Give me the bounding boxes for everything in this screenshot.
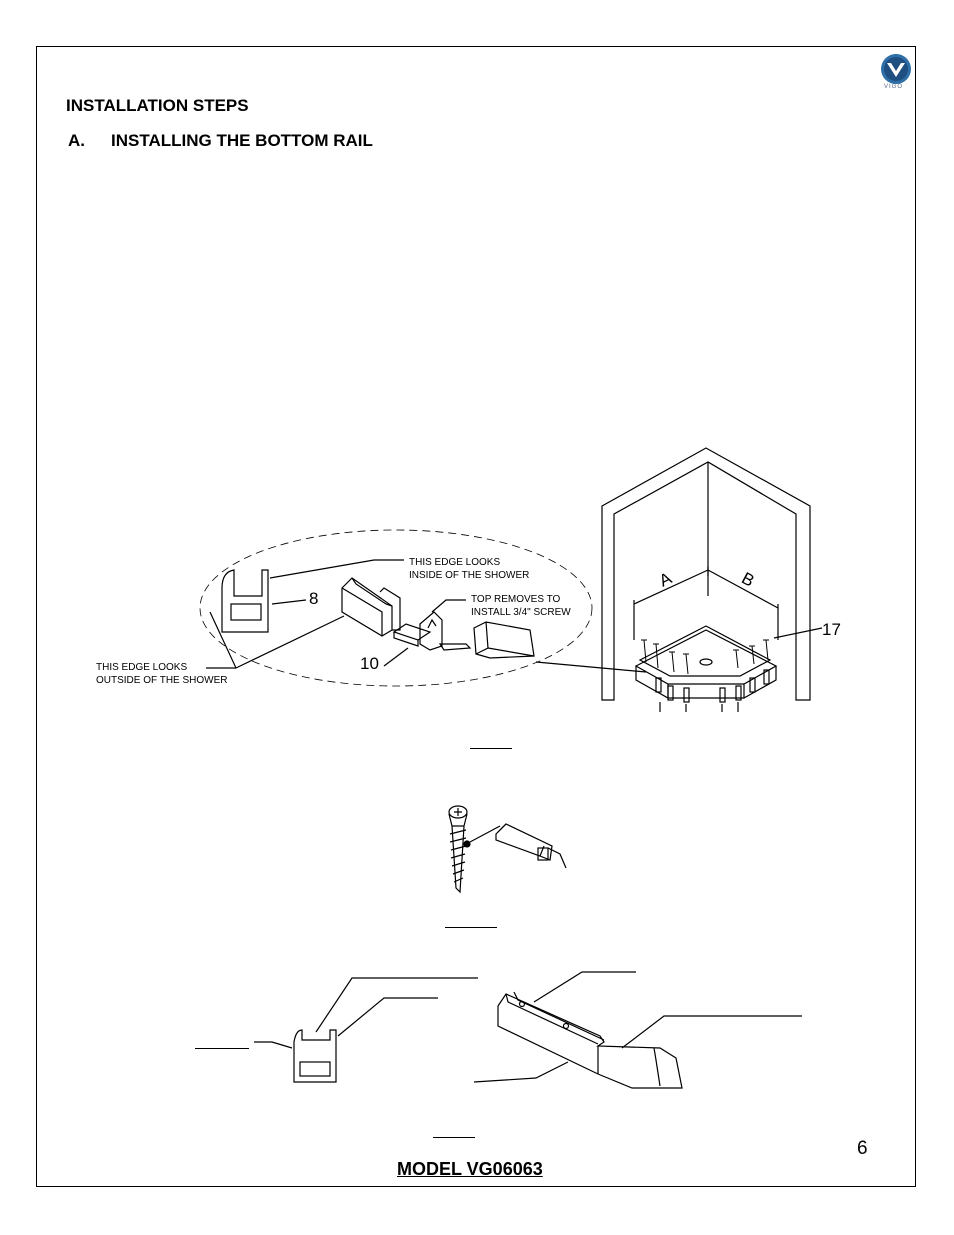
page-frame [36, 46, 916, 1187]
bracket-front-view [221, 569, 269, 633]
blank-rule [433, 1137, 475, 1138]
step-title: INSTALLING THE BOTTOM RAIL [111, 131, 373, 150]
screw-icon [448, 805, 468, 894]
rail-end-iso [473, 621, 535, 659]
rail-profile [473, 971, 802, 1089]
vigo-logo-icon [881, 54, 911, 84]
callout-line: TOP REMOVES TO [471, 594, 561, 605]
callout-line: THIS EDGE LOOKS [96, 662, 188, 673]
top-removes-callout: TOP REMOVES TO INSTALL 3/4" SCREW [471, 593, 571, 619]
dimension-lines [633, 566, 779, 640]
logo-text: VIGO [884, 84, 904, 90]
part-number-10: 10 [360, 654, 379, 673]
part-number-17: 17 [822, 620, 841, 639]
shower-base [634, 625, 778, 712]
callout-line: INSIDE OF THE SHOWER [409, 570, 530, 581]
callout-line: INSTALL 3/4" SCREW [471, 607, 571, 618]
shower-walls [601, 447, 811, 701]
step-letter: A. [68, 131, 85, 150]
callout-line: OUTSIDE OF THE SHOWER [96, 675, 228, 686]
base-screws [641, 639, 769, 675]
lower-bracket-view [254, 977, 478, 1083]
outside-edge-callout: THIS EDGE LOOKS OUTSIDE OF THE SHOWER [96, 661, 228, 687]
callout-line: THIS EDGE LOOKS [409, 557, 501, 568]
blank-rule [470, 748, 512, 749]
inside-edge-callout: THIS EDGE LOOKS INSIDE OF THE SHOWER [409, 556, 529, 582]
clip-pieces [392, 611, 472, 651]
blank-rule [445, 927, 497, 928]
bracket-iso [341, 577, 401, 637]
part-number-8: 8 [309, 589, 319, 608]
model-number: MODEL VG06063 [397, 1159, 543, 1179]
section-title: INSTALLATION STEPS [66, 96, 249, 115]
caulk-gun-icon [469, 823, 567, 869]
page-number: 6 [857, 1138, 868, 1159]
blank-rule [195, 1048, 249, 1049]
